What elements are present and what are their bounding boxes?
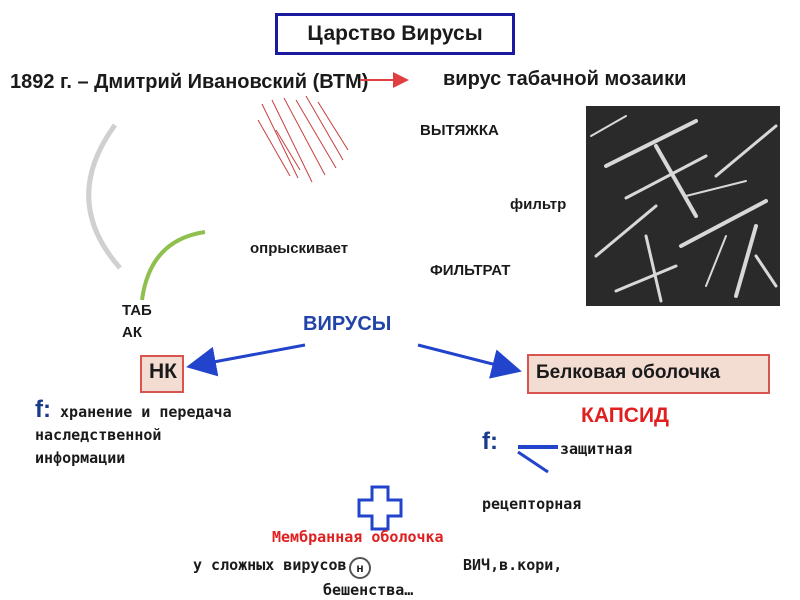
extract-label: ВЫТЯЖКА — [420, 122, 499, 139]
examples-label: ВИЧ,в.кори, — [463, 556, 563, 574]
title: Царство Вирусы — [307, 22, 483, 45]
viruses-heading: ВИРУСЫ — [303, 313, 392, 335]
protective-function: защитная — [560, 440, 633, 458]
nk-label: НК — [149, 360, 177, 383]
nk-function-text: хранение и передача наследственной инфор… — [35, 403, 232, 467]
arrow-to-protein — [417, 343, 522, 379]
title-box: Царство Вирусы — [275, 13, 515, 55]
rabies-label: бешенства… — [323, 581, 414, 599]
line-receptor — [517, 450, 549, 474]
tobacco-label: ТАБАК — [122, 302, 152, 341]
tmv-rods — [586, 106, 780, 306]
plus-icon — [357, 485, 403, 531]
receptor-function: рецепторная — [482, 495, 582, 513]
f-symbol-left: f: — [35, 396, 51, 423]
n-circle: н — [349, 557, 371, 579]
sprays-label: опрыскивает — [250, 240, 349, 257]
tmv-micrograph — [586, 106, 780, 306]
filter-label: фильтр — [510, 196, 567, 213]
crushed-leaves-hatch — [257, 95, 349, 183]
history-text: 1892 г. – Дмитрий Ивановский (ВТМ) — [10, 71, 369, 93]
complex-viruses-label: у сложных вирусов — [193, 556, 347, 574]
grey-arc — [86, 123, 122, 270]
protein-coat-label: Белковая оболочка — [536, 362, 721, 383]
protein-coat-box: Белковая оболочка — [527, 354, 770, 394]
nk-function: f: хранение и передача наследственной ин… — [35, 398, 235, 470]
nk-box: НК — [140, 355, 184, 393]
f-symbol-right: f: — [482, 428, 498, 455]
membrane-label: Мембранная оболочка — [272, 528, 444, 546]
tmv-label: вирус табачной мозаики — [443, 68, 687, 90]
green-arc — [140, 230, 206, 301]
filtrate-label: ФИЛЬТРАТ — [430, 262, 511, 279]
capsid-label: КАПСИД — [581, 404, 670, 427]
arrow-to-nk — [186, 343, 306, 377]
